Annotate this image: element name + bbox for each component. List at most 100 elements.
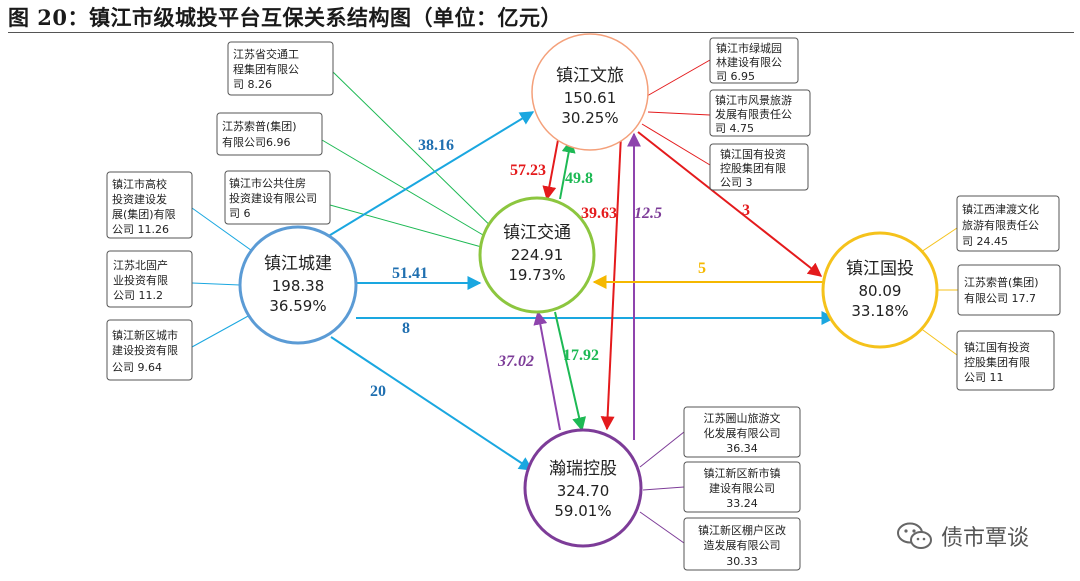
arrow-jt-hr <box>554 311 587 432</box>
box-hr3-line1: 镇江新区棚户区改 <box>698 523 786 537</box>
box-jt3-line3: 司 6 <box>229 207 251 220</box>
connector-jt2 <box>321 139 501 246</box>
edge-label-hr-wl: 12.5 <box>634 205 662 222</box>
box-wl2-line2: 发展有限责任公 <box>715 107 792 121</box>
box-hr3: 镇江新区棚户区改 造发展有限公司 30.33 <box>683 517 801 571</box>
box-hr2: 镇江新区新市镇 建设有限公司 33.24 <box>683 461 801 513</box>
box-cj1: 镇江市高校 投资建设发 展(集团)有限 公司 11.26 <box>106 171 193 239</box>
box-hr1-line3: 36.34 <box>726 442 758 455</box>
box-jt3: 镇江市公共住房 投资建设有限公司 司 6 <box>224 170 331 225</box>
connector-wl3 <box>641 123 711 166</box>
box-jt1-line1: 江苏省交通工 <box>233 47 299 61</box>
box-cj2: 江苏北固产 业投资有限 公司 11.2 <box>106 250 193 308</box>
arrow-jt-wl <box>559 138 576 200</box>
wechat-icon <box>897 522 932 549</box>
box-gt3-line3: 公司 11 <box>964 371 1004 384</box>
connector-hr1 <box>639 431 685 468</box>
edge-label-jt-wl: 49.8 <box>565 170 593 187</box>
box-hr3-line3: 30.33 <box>726 555 758 568</box>
connector-jt1 <box>332 71 506 241</box>
edge-label-wl-jt: 57.23 <box>510 162 546 179</box>
box-jt1: 江苏省交通工 程集团有限公 司 8.26 <box>227 41 334 96</box>
box-gt1-line3: 司 24.45 <box>962 235 1008 248</box>
box-cj3: 镇江新区城市 建设投资有限 公司 9.64 <box>106 319 193 381</box>
title-divider <box>8 32 1074 33</box>
box-wl1: 镇江市绿城园 林建设有限公 司 6.95 <box>709 37 799 84</box>
box-wl3-line1: 镇江国有投资 <box>720 147 786 161</box>
box-hr1-line1: 江苏圌山旅游文 <box>704 411 781 425</box>
node-wenlv-name: 镇江文旅 <box>556 66 624 86</box>
edge-label-gt-jt: 5 <box>698 260 706 277</box>
connector-hr2 <box>642 486 685 491</box>
box-gt2-line2: 有限公司 17.7 <box>964 291 1036 305</box>
box-jt3-line2: 投资建设有限公司 <box>229 191 317 205</box>
node-wenlv: 镇江文旅 150.61 30.25% <box>531 33 649 151</box>
box-jt2-line2: 有限公司6.96 <box>222 135 291 149</box>
box-gt2: 江苏索普(集团) 有限公司 17.7 <box>957 264 1061 316</box>
connector-jt3 <box>329 204 497 252</box>
box-wl3-line2: 控股集团有限 <box>720 161 786 175</box>
box-gt1-line1: 镇江西津渡文化 <box>962 202 1039 216</box>
node-chengjian-value: 198.38 <box>272 277 325 295</box>
edge-label-wl-gt: 3 <box>742 202 750 219</box>
node-guotou-value: 80.09 <box>859 282 902 300</box>
arrow-wl-gt <box>637 131 823 277</box>
node-jiaotong-name: 镇江交通 <box>503 223 571 243</box>
node-chengjian-pct: 36.59% <box>269 297 326 315</box>
node-jiaotong-pct: 19.73% <box>508 266 565 284</box>
edge-labels: 38.16 51.41 8 20 57.23 49.8 39.63 12.5 3… <box>370 137 750 400</box>
figure-title: 图 20：镇江市级城投平台互保关系结构图（单位：亿元） <box>8 5 563 30</box>
watermark: 债市覃谈 <box>895 520 1029 552</box>
box-cj2-line3: 公司 11.2 <box>113 289 163 302</box>
connector-cj3 <box>191 314 251 348</box>
edge-label-cj-wl: 38.16 <box>418 137 454 154</box>
box-gt2-line1: 江苏索普(集团) <box>964 275 1039 289</box>
box-cj3-line3: 公司 9.64 <box>112 361 162 374</box>
box-gt3-line1: 镇江国有投资 <box>964 340 1030 354</box>
node-chengjian: 镇江城建 198.38 36.59% <box>238 225 358 345</box>
edge-label-cj-gt: 8 <box>402 320 410 337</box>
arrow-cj-hr <box>330 336 534 471</box>
box-gt3-line2: 控股集团有限 <box>964 355 1030 369</box>
box-hr1: 江苏圌山旅游文 化发展有限公司 36.34 <box>683 406 801 458</box>
box-wl1-line3: 司 6.95 <box>716 70 755 83</box>
node-jiaotong-value: 224.91 <box>511 246 564 264</box>
guarantee-arrows <box>321 111 836 471</box>
node-hanrui-name: 瀚瑞控股 <box>549 459 617 479</box>
node-guotou-pct: 33.18% <box>851 302 908 320</box>
edge-label-jt-hr: 17.92 <box>563 347 599 364</box>
connector-wl2 <box>647 111 711 116</box>
node-wenlv-pct: 30.25% <box>561 109 618 127</box>
box-wl3-line3: 公司 3 <box>720 176 753 189</box>
box-cj3-line2: 建设投资有限 <box>112 343 178 357</box>
box-wl3: 镇江国有投资 控股集团有限 公司 3 <box>709 143 809 191</box>
node-wenlv-value: 150.61 <box>564 89 617 107</box>
node-hanrui-value: 324.70 <box>557 482 610 500</box>
box-cj1-line2: 投资建设发 <box>112 192 167 206</box>
box-jt2: 江苏索普(集团) 有限公司6.96 <box>216 112 323 156</box>
box-jt1-line2: 程集团有限公 <box>233 62 299 76</box>
box-wl2-line3: 司 4.75 <box>715 122 754 135</box>
edge-label-cj-jt: 51.41 <box>392 265 428 282</box>
node-jiaotong: 镇江交通 224.91 19.73% <box>478 196 596 314</box>
box-cj1-line3: 展(集团)有限 <box>112 207 176 221</box>
box-jt2-line1: 江苏索普(集团) <box>222 119 297 133</box>
box-cj2-line1: 江苏北固产 <box>113 258 168 272</box>
edge-label-cj-hr: 20 <box>370 383 386 400</box>
box-gt3: 镇江国有投资 控股集团有限 公司 11 <box>956 330 1055 391</box>
box-jt1-line3: 司 8.26 <box>233 78 272 91</box>
node-guotou: 镇江国投 80.09 33.18% <box>821 231 939 349</box>
box-gt1-line2: 旅游有限责任公 <box>962 218 1039 232</box>
watermark-text: 债市覃谈 <box>941 526 1030 551</box>
connector-hr3 <box>639 511 685 544</box>
box-hr1-line2: 化发展有限公司 <box>704 426 781 440</box>
arrow-cj-wl <box>321 111 535 241</box>
box-wl2-line1: 镇江市风景旅游 <box>715 93 792 107</box>
node-hanrui-pct: 59.01% <box>554 502 611 520</box>
edge-label-hr-jt: 37.02 <box>497 353 534 370</box>
edge-label-wl-hr: 39.63 <box>581 205 617 222</box>
node-guotou-name: 镇江国投 <box>846 259 914 279</box>
box-wl1-line2: 林建设有限公 <box>716 55 782 69</box>
connector-cj2 <box>191 282 241 286</box>
